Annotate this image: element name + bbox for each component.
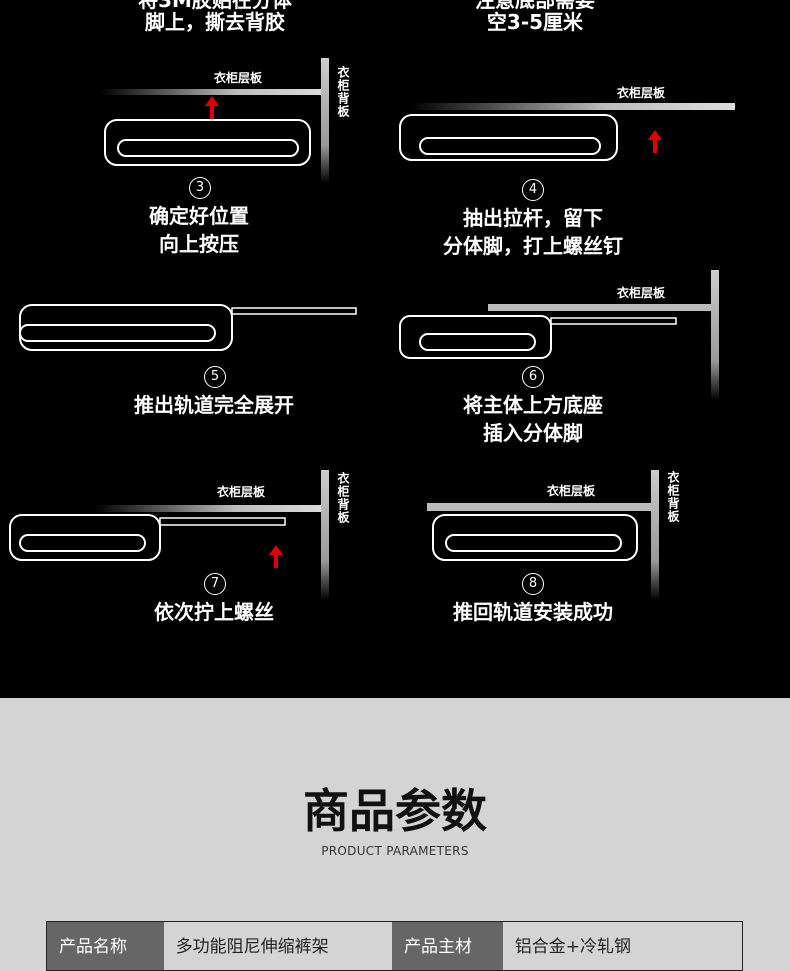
step-number: 6 xyxy=(522,366,544,388)
shelf-label: 衣柜层板 xyxy=(617,85,666,100)
shelf-label: 衣柜层板 xyxy=(214,70,263,85)
red-arrow-icon xyxy=(210,104,214,119)
params-title: 商品参数 xyxy=(303,784,487,838)
step-number: 4 xyxy=(522,179,544,201)
shelf-label: 衣柜层板 xyxy=(217,484,266,499)
step-text: 确定好位置 xyxy=(149,204,249,228)
arrow-icons xyxy=(205,96,662,568)
back-panel-label: 衣柜背板 xyxy=(336,65,350,118)
install-diagrams: 衣柜层板 衣柜层板 衣柜层板 衣柜层板 衣柜层板 衣柜背板 衣柜背板 衣柜背板 xyxy=(9,58,735,600)
step-text: 分体脚，打上螺丝钉 xyxy=(443,234,623,258)
step-text: 将主体上方底座 xyxy=(463,393,603,417)
install-steps-section: 衣柜层板 衣柜层板 衣柜层板 衣柜层板 衣柜层板 衣柜背板 衣柜背板 衣柜背板 … xyxy=(0,0,790,698)
param-value: 铝合金+冷轧钢 xyxy=(514,937,631,957)
shelf-label: 衣柜层板 xyxy=(547,483,596,498)
param-key: 产品主材 xyxy=(392,922,503,970)
step-2-line2: 空3-5厘米 xyxy=(486,10,584,34)
shelf xyxy=(100,89,325,95)
step-number: 5 xyxy=(204,366,226,388)
step-2-line1: 将3M胶贴在分体 xyxy=(138,0,292,12)
red-arrow-icon xyxy=(653,138,657,153)
step-text: 依次拧上螺丝 xyxy=(154,600,274,624)
step-2-line2: 脚上，撕去背胶 xyxy=(145,10,285,34)
params-table-row: 产品名称 多功能阻尼伸缩裤架 产品主材 铝合金+冷轧钢 xyxy=(46,921,743,971)
step-text: 抽出拉杆，留下 xyxy=(463,206,603,230)
back-panel xyxy=(321,58,329,183)
param-key: 产品名称 xyxy=(47,922,164,970)
step-number: 7 xyxy=(204,573,226,595)
step-text: 推回轨道安装成功 xyxy=(453,600,613,624)
back-panel-label: 衣柜背板 xyxy=(336,471,350,524)
step-2-line1: 注意底部需要 xyxy=(475,0,595,12)
step-number: 3 xyxy=(189,177,211,199)
step-number: 8 xyxy=(522,573,544,595)
pants-rack-body xyxy=(104,119,311,166)
step-text: 插入分体脚 xyxy=(483,421,583,445)
red-arrow-icon xyxy=(274,553,278,568)
param-value: 多功能阻尼伸缩裤架 xyxy=(175,937,329,957)
back-panel-label: 衣柜背板 xyxy=(666,470,680,523)
params-subtitle: PRODUCT PARAMETERS xyxy=(321,844,469,858)
shelf-label: 衣柜层板 xyxy=(617,285,666,300)
step-text: 向上按压 xyxy=(159,232,239,256)
step-text: 推出轨道完全展开 xyxy=(134,393,294,417)
